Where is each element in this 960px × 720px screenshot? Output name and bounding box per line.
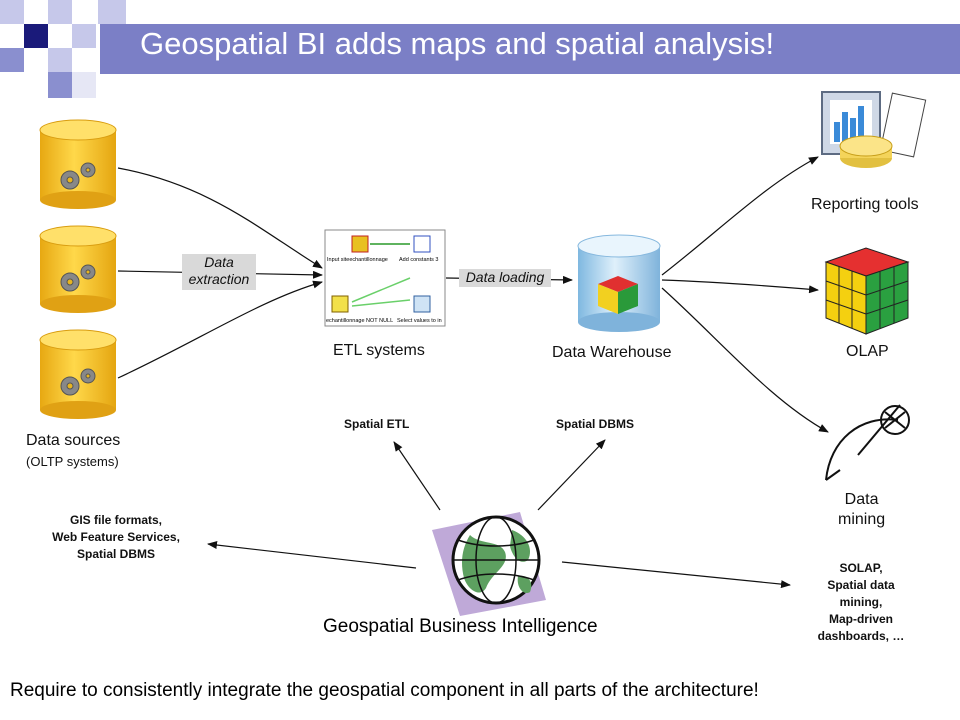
etl-systems-label: ETL systems	[333, 342, 425, 359]
data-extraction-line1: Data	[204, 254, 234, 270]
gear-icon	[60, 264, 96, 292]
data-sources-label: Data sources	[26, 432, 121, 449]
data-warehouse-label: Data Warehouse	[552, 344, 672, 361]
spatial-sources-line: Web Feature Services,	[52, 530, 180, 544]
reporting-tools-label: Reporting tools	[811, 196, 919, 213]
spatial-dbms-label: Spatial DBMS	[556, 417, 635, 431]
deco-square	[24, 24, 48, 48]
data-extraction-tag: Data extraction	[182, 254, 256, 290]
etl-node-label: echantillonnage NOT NULL	[326, 318, 393, 324]
gear-icon	[60, 368, 96, 396]
page-title: Geospatial BI adds maps and spatial anal…	[140, 26, 775, 61]
etl-diagram	[324, 229, 446, 327]
spatial-arrow	[537, 439, 606, 511]
spatial-outputs-line: dashboards, …	[817, 629, 905, 643]
etl-node-label: Input siteechantillonnage	[327, 257, 388, 263]
extraction-arrow	[117, 280, 323, 379]
globe-icon	[432, 512, 546, 616]
spatial-outputs-line: SOLAP,	[839, 561, 883, 575]
deco-square	[72, 72, 96, 98]
deco-square	[72, 24, 96, 48]
rubik-cube-icon	[598, 276, 638, 314]
data-mining-label: Data mining	[838, 490, 885, 530]
geospatial-bi-label: Geospatial Business Intelligence	[323, 616, 598, 637]
data-source-cylinder	[39, 329, 117, 419]
deco-square	[0, 0, 24, 24]
spatial-arrow	[561, 561, 791, 589]
spatial-outputs-line: Spatial data	[827, 578, 895, 592]
footer-text: Require to consistently integrate the ge…	[10, 680, 759, 701]
spatial-sources-line: GIS file formats,	[69, 513, 163, 527]
spatial-sources-line: Spatial DBMS	[76, 547, 155, 561]
gear-icon	[60, 162, 96, 190]
output-arrow	[661, 156, 819, 276]
spatial-arrow	[207, 541, 417, 569]
etl-node-label: Select values to in	[397, 318, 442, 324]
spatial-outputs-line: mining,	[839, 595, 883, 609]
data-mining-icon	[825, 404, 910, 481]
spatial-arrow	[393, 441, 441, 511]
data-source-cylinder	[39, 225, 117, 313]
output-arrow	[661, 279, 819, 294]
data-loading-tag: Data loading	[459, 269, 551, 287]
data-source-cylinder	[39, 119, 117, 209]
deco-square	[48, 0, 72, 24]
data-sources-sublabel: (OLTP systems)	[26, 454, 119, 469]
deco-square	[98, 0, 126, 24]
deco-square	[48, 48, 72, 72]
olap-cube-icon	[824, 247, 910, 335]
data-mining-line1: Data	[844, 491, 879, 508]
title-bar	[100, 24, 960, 74]
spatial-outputs-list: SOLAP, Spatial data mining, Map-driven d…	[796, 560, 926, 645]
data-mining-line2: mining	[838, 511, 886, 528]
spatial-etl-label: Spatial ETL	[344, 417, 410, 431]
extraction-arrow	[117, 167, 323, 269]
deco-square	[0, 48, 24, 72]
spatial-outputs-line: Map-driven	[828, 612, 893, 626]
spatial-sources-list: GIS file formats, Web Feature Services, …	[26, 512, 206, 563]
reporting-tools-icon	[821, 91, 927, 168]
data-extraction-line2: extraction	[188, 271, 250, 287]
olap-label: OLAP	[846, 343, 889, 360]
etl-node-label: Add constants 3	[399, 257, 438, 263]
deco-square	[48, 72, 72, 98]
output-arrow	[661, 287, 829, 433]
